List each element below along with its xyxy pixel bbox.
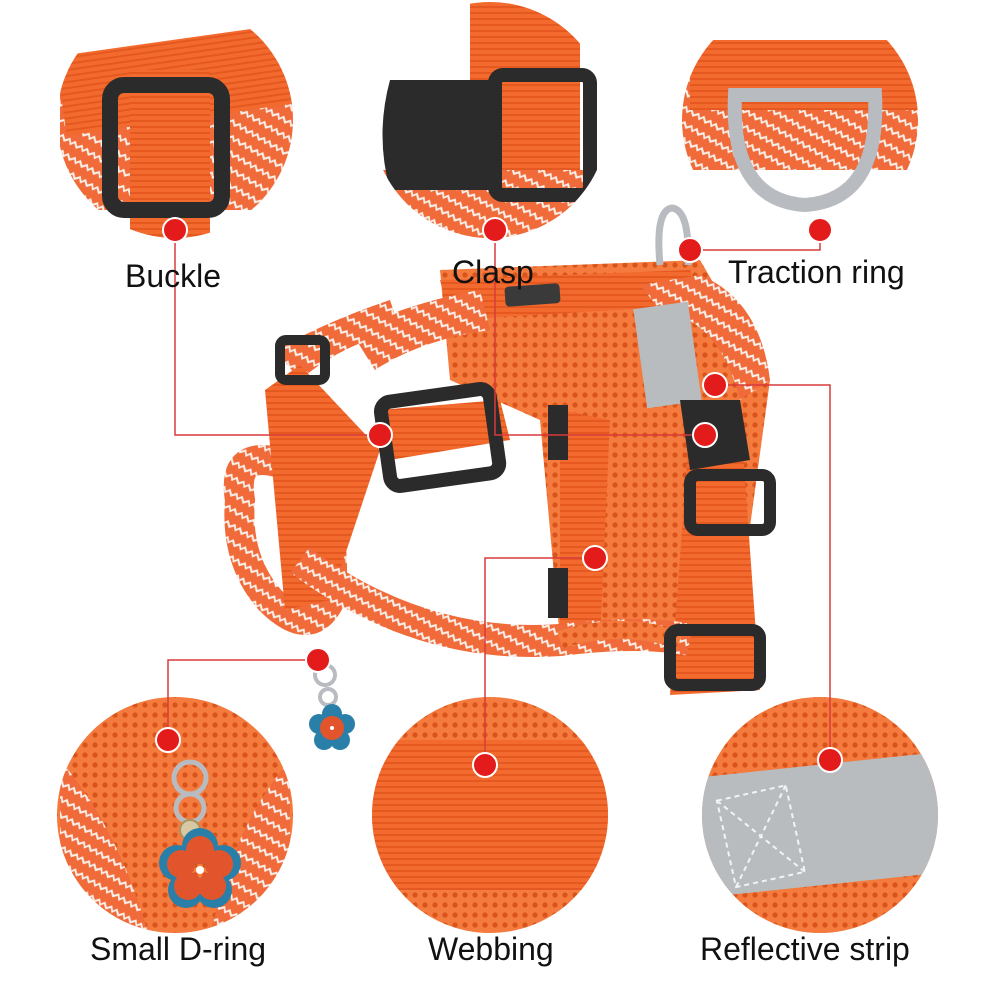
clasp-detail-circle [372, 2, 608, 238]
webbing-marker-harness [582, 545, 608, 571]
traction-ring-marker-harness [677, 237, 703, 263]
webbing-label: Webbing [428, 931, 554, 967]
traction-ring-marker-top [807, 217, 833, 243]
buckle-marker-top [162, 217, 188, 243]
buckle-label: Buckle [125, 258, 222, 294]
small-d-ring-label: Small D-ring [90, 931, 267, 967]
webbing-detail-circle [372, 697, 608, 933]
buckle-marker-harness [367, 422, 393, 448]
reflective-strip-detail-circle [702, 697, 938, 933]
d-ring-marker-bottom [155, 727, 181, 753]
harness-body [223, 204, 776, 750]
d-ring-marker-harness [305, 647, 331, 673]
reflective-marker-harness [702, 372, 728, 398]
marker-dots [155, 217, 843, 778]
traction-ring-label: Traction ring [728, 254, 905, 290]
clasp-label: Clasp [452, 254, 534, 290]
clasp-marker-top [482, 217, 508, 243]
reflective-strip-label: Reflective strip [700, 931, 910, 967]
small-d-ring-detail-circle [57, 697, 293, 933]
clasp-marker-harness [692, 422, 718, 448]
webbing-marker-bottom [472, 752, 498, 778]
buckle-detail-circle [57, 2, 293, 238]
leader-lines [167, 230, 831, 765]
traction-ring-detail-circle [682, 2, 918, 238]
reflective-marker-bottom [817, 747, 843, 773]
